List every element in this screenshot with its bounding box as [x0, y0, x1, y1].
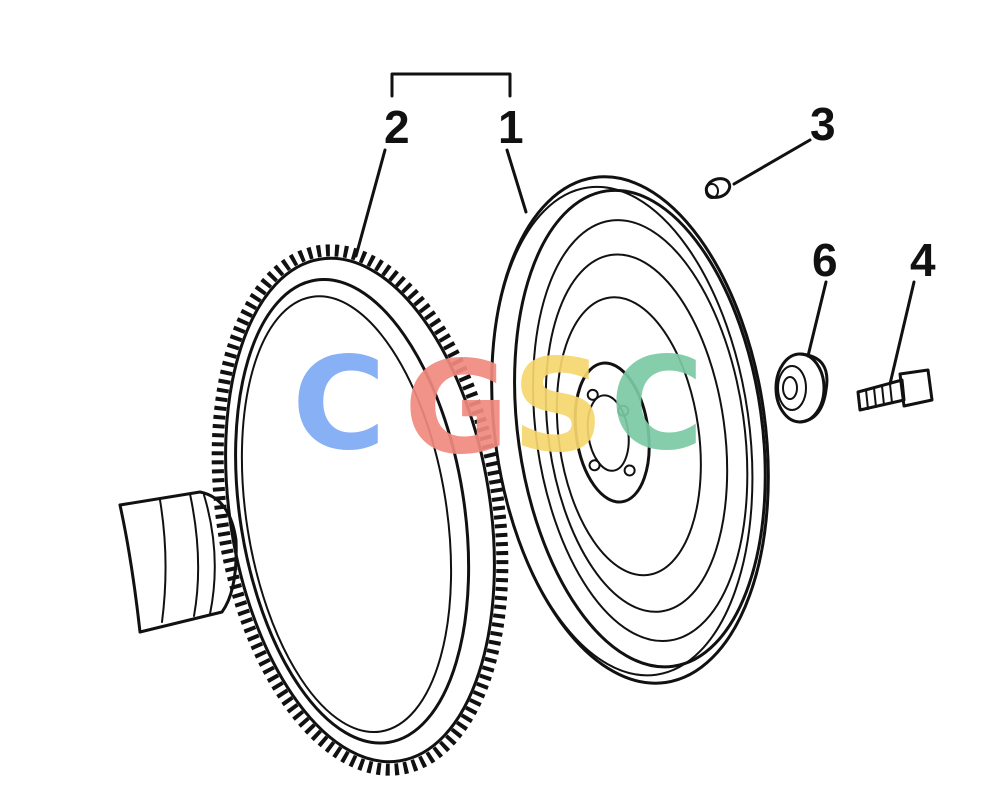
- watermark-letter-g: G: [404, 334, 509, 483]
- callout-6: 6: [812, 234, 838, 286]
- watermark-letter-c1: C: [292, 330, 386, 479]
- crankshaft-end: [118, 490, 238, 634]
- cgsc-watermark: C G S C: [292, 330, 704, 483]
- watermark-letter-s: S: [512, 332, 604, 481]
- flywheel: [490, 175, 770, 685]
- callout-1: 1: [498, 101, 524, 153]
- callout-2: 2: [384, 101, 410, 153]
- dowel-pin: [704, 177, 732, 199]
- bearing: [774, 352, 829, 424]
- callout-leaders: [354, 72, 916, 386]
- callout-4: 4: [910, 234, 936, 286]
- callout-3: 3: [810, 98, 836, 150]
- ring-gear: [211, 244, 509, 776]
- bolt: [856, 368, 934, 412]
- watermark-letter-c2: C: [610, 330, 704, 479]
